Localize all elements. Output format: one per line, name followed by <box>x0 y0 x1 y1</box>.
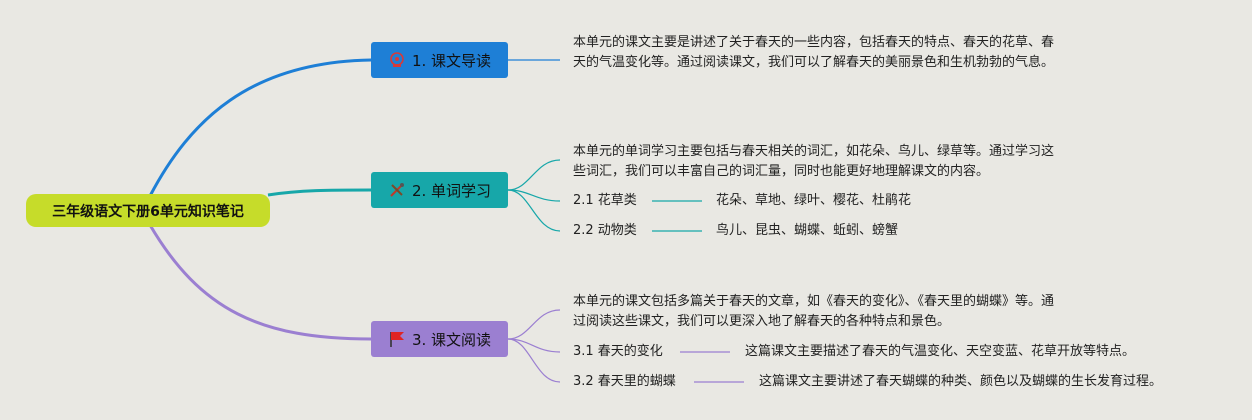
subtopic-animals-label[interactable]: 2.2 动物类 <box>573 223 637 238</box>
branch-node-vocabulary[interactable]: 2. 单词学习 <box>371 172 508 208</box>
subtopic-spring-change-value: 这篇课文主要描述了春天的气温变化、天空变蓝、花草开放等特点。 <box>745 344 1136 359</box>
subtopic-spring-change-label[interactable]: 3.1 春天的变化 <box>573 344 663 359</box>
red-flag-icon <box>388 330 406 348</box>
subtopic-spring-butterfly-value: 这篇课文主要讲述了春天蝴蝶的种类、颜色以及蝴蝶的生长发育过程。 <box>759 374 1163 389</box>
connector-branch2-sub2 <box>507 189 561 232</box>
connector-branch3-text <box>507 309 561 340</box>
root-node[interactable]: 三年级语文下册6单元知识笔记 <box>26 194 270 227</box>
subtopic-flowers-value: 花朵、草地、绿叶、樱花、杜鹃花 <box>716 193 912 208</box>
subtopic-flowers-label[interactable]: 2.1 花草类 <box>573 193 637 208</box>
connector-root-branch1 <box>148 58 372 197</box>
branch3-description: 本单元的课文包括多篇关于春天的文章，如《春天的变化》、《春天里的蝴蝶》等。通过阅… <box>573 294 1055 329</box>
branch2-description: 本单元的单词学习主要包括与春天相关的词汇，如花朵、鸟儿、绿草等。通过学习这些词汇… <box>573 144 1055 179</box>
stamp-icon <box>388 51 406 69</box>
connector-branch3-sub2 <box>507 338 561 383</box>
branch-node-text-guide[interactable]: 1. 课文导读 <box>371 42 508 78</box>
connector-root-branch2 <box>267 188 372 197</box>
branch1-description: 本单元的课文主要是讲述了关于春天的一些内容，包括春天的特点、春天的花草、春天的气… <box>573 35 1055 70</box>
branch-label: 3. 课文阅读 <box>411 330 492 349</box>
connector-root-branch3 <box>148 224 372 341</box>
tools-icon <box>388 181 406 199</box>
connector-branch2-text <box>507 159 561 191</box>
root-title: 三年级语文下册6单元知识笔记 <box>52 203 244 220</box>
subtopic-animals-value: 鸟儿、昆虫、蝴蝶、蚯蚓、螃蟹 <box>716 223 899 238</box>
branch-node-reading[interactable]: 3. 课文阅读 <box>371 321 508 357</box>
subtopic-spring-butterfly-label[interactable]: 3.2 春天里的蝴蝶 <box>573 374 676 389</box>
branch-label: 1. 课文导读 <box>411 51 492 70</box>
branch-label: 2. 单词学习 <box>411 181 492 200</box>
